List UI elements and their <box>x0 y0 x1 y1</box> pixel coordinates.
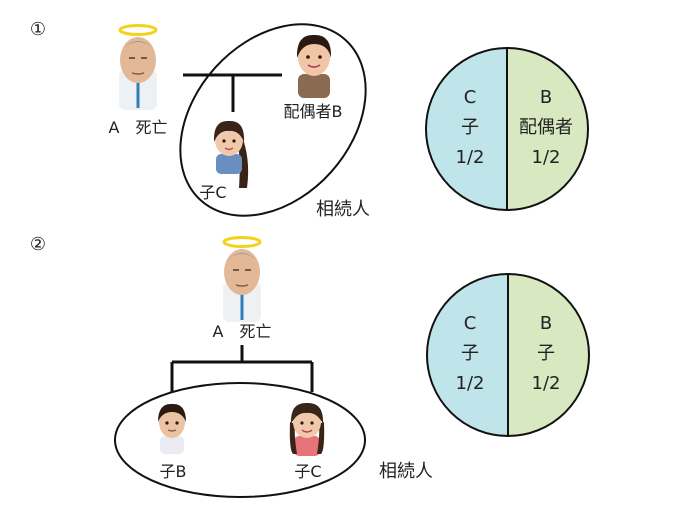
pie1-left-half <box>426 48 507 210</box>
share-pie-2: C 子 1/2 B 子 1/2 <box>426 273 590 437</box>
share-pie-1: C 子 1/2 B 配偶者 1/2 <box>425 47 589 211</box>
person-a-label: A 死亡 <box>109 118 168 137</box>
pie1-right-role: 配偶者 <box>519 117 573 138</box>
child-c-label: 子C <box>199 183 226 202</box>
pie2-left-role: 子 <box>461 343 479 364</box>
child-b-label: 子B <box>160 462 187 481</box>
heirs-group-outline <box>179 23 367 217</box>
deceased-person-a-avatar-2 <box>222 236 262 322</box>
pie2-left-half <box>427 274 508 436</box>
pie1-left-name: C <box>464 87 477 108</box>
child-c-avatar <box>213 120 249 188</box>
pie1-right-share: 1/2 <box>532 147 561 168</box>
pie1-left-role: 子 <box>461 117 479 138</box>
pie2-right-half <box>508 274 589 436</box>
deceased-person-a-avatar <box>118 24 158 110</box>
pie2-right-share: 1/2 <box>532 373 561 394</box>
section-marker-2: ② <box>30 234 46 255</box>
section-marker-1: ① <box>30 19 46 40</box>
pie2-right-name: B <box>540 313 552 334</box>
pie1-left-share: 1/2 <box>456 147 485 168</box>
heirs-label-2: 相続人 <box>379 461 433 482</box>
descent-bracket <box>170 345 314 392</box>
pie2-left-name: C <box>464 313 477 334</box>
spouse-b-label: 配偶者B <box>284 102 343 121</box>
child-c-label-2: 子C <box>294 462 321 481</box>
heirs-label-1: 相続人 <box>316 199 370 220</box>
pie2-right-role: 子 <box>537 343 555 364</box>
spouse-b-avatar <box>296 34 332 98</box>
pie1-right-name: B <box>540 87 552 108</box>
child-b-avatar <box>158 403 186 454</box>
pie2-left-share: 1/2 <box>456 373 485 394</box>
child-c-avatar-2 <box>289 402 325 456</box>
pie1-right-half <box>507 48 588 210</box>
heirs-group-outline-2 <box>114 382 366 498</box>
person-a-label-2: A 死亡 <box>213 322 272 341</box>
